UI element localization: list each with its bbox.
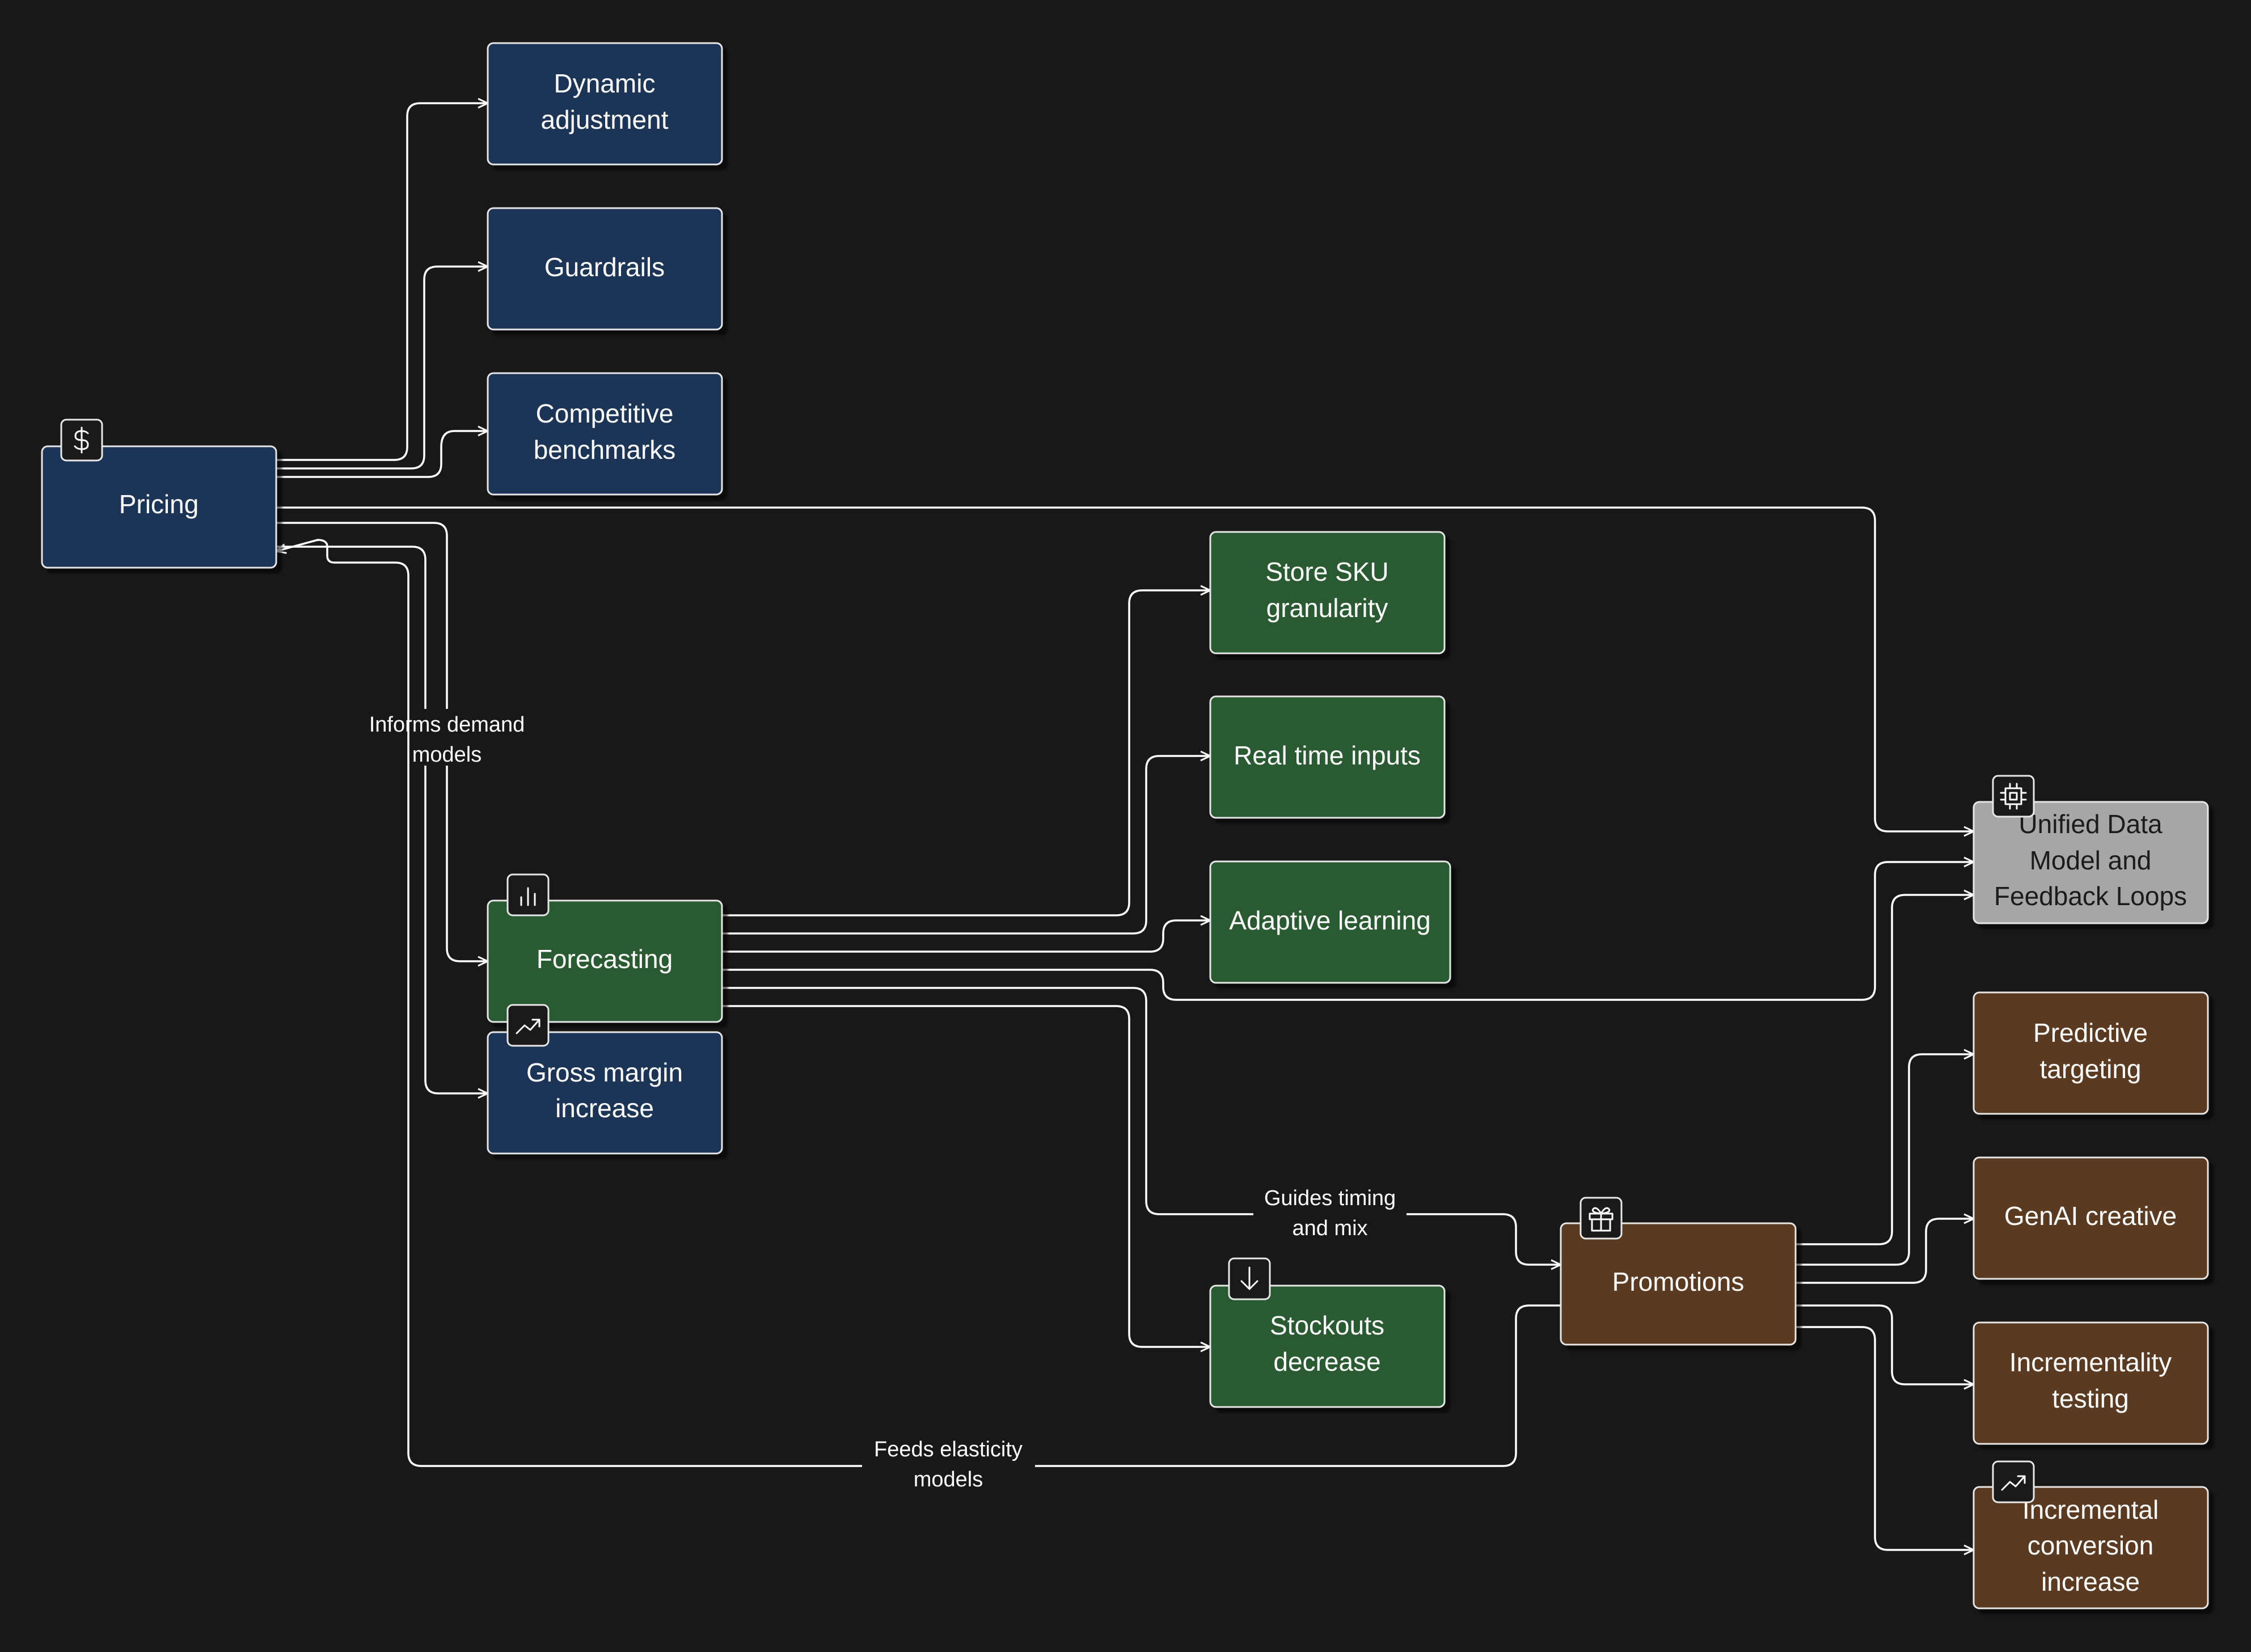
node-promotions[interactable]: Promotions [1560,1222,1797,1346]
dollar-icon [60,419,103,462]
node-stockouts-label-2: decrease [1273,1347,1380,1376]
edge-pricing-unified [276,506,1974,831]
edge-forecasting-adaptive [721,920,1210,953]
edge-label-informs-line-2: models [412,743,482,767]
node-guardrails[interactable]: Guardrails [487,207,723,331]
edge-label-informs-line-1: Informs demand [369,713,525,737]
edge-forecasting-sku [721,590,1210,916]
node-incrementality-label-2: testing [2052,1384,2129,1413]
edge-promotions-pricing [276,539,1561,1467]
node-stockouts-decrease[interactable]: Stockouts decrease [1209,1285,1446,1408]
edges [276,103,1974,1550]
edge-forecasting-promotions [721,987,1561,1265]
edge-pricing-guardrails [276,267,488,470]
node-conversion-label-3: increase [2041,1567,2140,1596]
node-dynamic-label-2: adjustment [540,105,668,134]
node-forecasting[interactable]: Forecasting [487,899,723,1023]
nodes: Pricing Dynamic adjustment Guardrails Co… [41,42,2209,1609]
edge-promotions-genai [1796,1219,1974,1284]
node-store-sku-granularity[interactable]: Store SKU granularity [1209,531,1446,654]
edge-label-feeds-line-2: models [914,1468,983,1492]
edge-pricing-dynamic [276,103,488,461]
node-realtime-label: Real time inputs [1234,741,1421,770]
icon-badges [60,419,2035,1503]
node-conversion-label-2: conversion [2028,1531,2153,1560]
edge-labels: Informs demand models Guides timing and … [369,709,1407,1494]
node-sku-label-1: Store SKU [1265,557,1388,586]
node-adaptive-label: Adaptive learning [1229,906,1430,935]
trend-up-icon [506,1004,550,1047]
node-predictive-targeting[interactable]: Predictive targeting [1973,991,2209,1115]
node-unified-data-model[interactable]: Unified Data Model and Feedback Loops [1973,801,2209,924]
node-unified-label-1: Unified Data [2018,809,2163,839]
node-guardrails-label: Guardrails [544,252,665,282]
edge-pricing-gross [276,546,488,1093]
edge-label-feeds-elasticity: Feeds elasticity models [862,1438,1035,1494]
edge-promotions-incrementality [1796,1304,1974,1384]
arrow-down-icon [1228,1257,1271,1300]
edge-label-informs-demand: Informs demand models [369,709,525,767]
node-forecasting-label: Forecasting [537,944,673,974]
node-dynamic-label-1: Dynamic [554,69,656,98]
edge-promotions-conversion [1796,1326,1974,1550]
node-competitive-benchmarks[interactable]: Competitive benchmarks [487,372,723,496]
edge-label-guides-line-1: Guides timing [1264,1186,1396,1210]
bar-chart-icon [506,873,550,916]
node-competitive-label-1: Competitive [536,399,674,428]
node-predictive-label-2: targeting [2039,1054,2141,1084]
node-unified-label-2: Model and [2030,846,2152,875]
node-stockouts-label-1: Stockouts [1270,1311,1384,1340]
chip-icon [1992,775,2035,818]
edge-forecasting-stockouts [721,1005,1210,1347]
node-incrementality-label-1: Incrementality [2009,1347,2172,1377]
node-gross-margin-increase[interactable]: Gross margin increase [487,1031,723,1155]
edge-forecasting-realtime [721,756,1210,935]
node-unified-label-3: Feedback Loops [1994,881,2187,911]
node-incrementality-testing[interactable]: Incrementality testing [1973,1321,2209,1445]
edge-label-guides-timing: Guides timing and mix [1253,1185,1407,1242]
edge-label-guides-line-2: and mix [1292,1216,1367,1240]
node-pricing[interactable]: Pricing [41,445,277,569]
edge-forecasting-unified [721,862,1974,1001]
edge-promotions-unified [1796,895,1974,1245]
node-competitive-label-2: benchmarks [534,435,676,464]
node-sku-label-2: granularity [1266,593,1388,623]
edge-pricing-competitive [276,431,488,478]
node-dynamic-adjustment[interactable]: Dynamic adjustment [487,42,723,166]
node-conversion-label-1: Incremental [2022,1495,2159,1524]
node-promotions-label: Promotions [1612,1267,1745,1296]
node-gross-label-2: increase [555,1093,654,1123]
edge-promotions-predictive [1796,1054,1974,1266]
node-real-time-inputs[interactable]: Real time inputs [1209,695,1446,819]
trend-up-icon [1992,1460,2035,1503]
node-gross-label-1: Gross margin [526,1058,683,1087]
node-incremental-conversion-increase[interactable]: Incremental conversion increase [1973,1486,2209,1609]
node-adaptive-learning[interactable]: Adaptive learning [1209,860,1451,984]
node-genai-creative[interactable]: GenAI creative [1973,1156,2209,1280]
node-predictive-label-1: Predictive [2033,1018,2148,1047]
edge-label-feeds-line-1: Feeds elasticity [874,1438,1023,1461]
node-pricing-label: Pricing [119,489,199,519]
gift-icon [1579,1197,1623,1240]
node-genai-label: GenAI creative [2004,1201,2177,1231]
